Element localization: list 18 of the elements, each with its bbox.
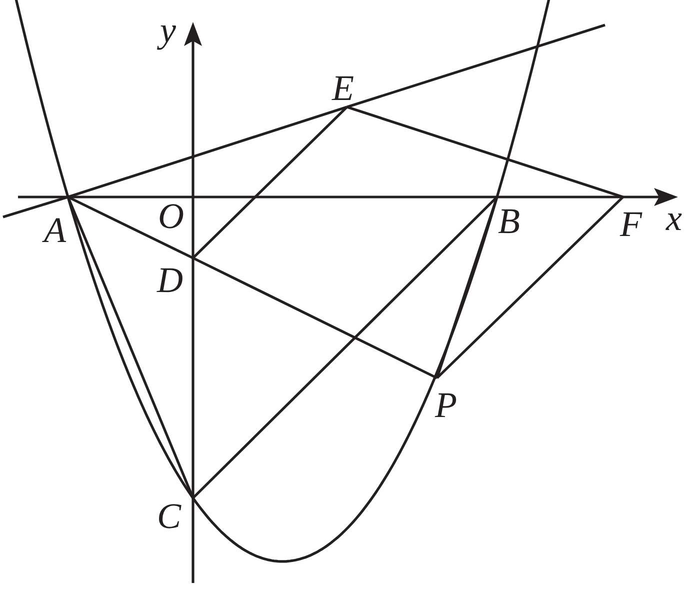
line-segment bbox=[436, 196, 624, 379]
line-segment bbox=[68, 106, 348, 198]
point-label: C bbox=[157, 498, 182, 534]
line-segment bbox=[192, 106, 348, 259]
axis-label: x bbox=[666, 200, 682, 236]
origin-label: O bbox=[158, 198, 184, 234]
point-label: F bbox=[620, 206, 642, 242]
point-label: D bbox=[157, 262, 183, 298]
line-segment bbox=[192, 256, 438, 380]
line-segment bbox=[346, 106, 624, 198]
point-label: B bbox=[498, 203, 520, 239]
line-segment bbox=[436, 196, 498, 378]
line-segment bbox=[66, 196, 194, 498]
point-label: A bbox=[44, 212, 66, 248]
point-label: E bbox=[332, 70, 354, 106]
line-segment bbox=[67, 196, 194, 260]
point-label: P bbox=[435, 387, 457, 423]
line-segment bbox=[192, 196, 498, 499]
